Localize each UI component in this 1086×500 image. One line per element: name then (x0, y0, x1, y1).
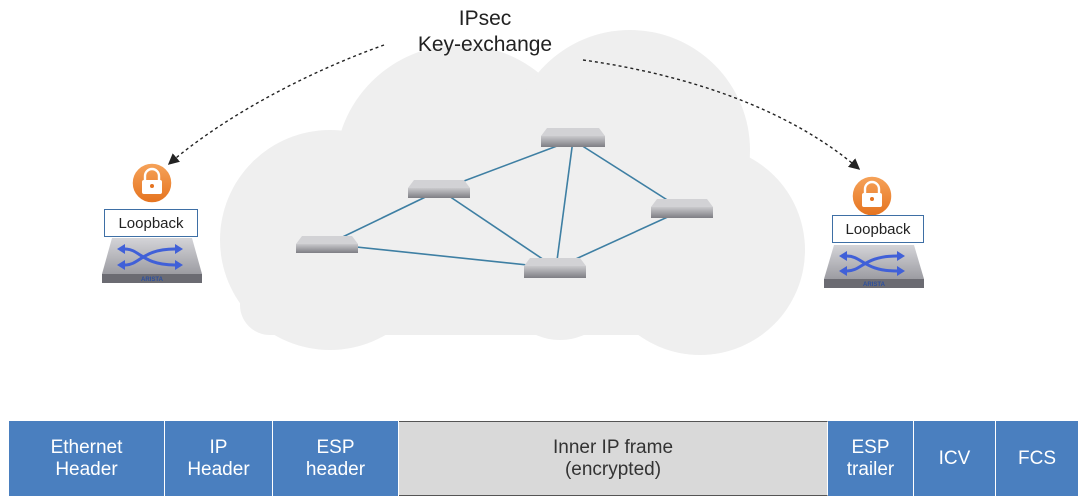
frame-segment-icv: ICV (914, 421, 996, 496)
lock-icon (851, 175, 893, 217)
cloud-shape (220, 30, 805, 355)
frame-segment-inner-ip-frame: Inner IP frame (encrypted) (399, 421, 828, 496)
esp-packet-frame: Ethernet Header IP Header ESP header Inn… (9, 421, 1078, 496)
router (524, 258, 586, 278)
key-exchange-arrow-right (582, 59, 861, 170)
switch-left: ARISTA (102, 238, 202, 283)
loopback-label-left: Loopback (104, 209, 198, 237)
router (651, 199, 713, 218)
switch-brand-label: ARISTA (863, 282, 886, 288)
switch-brand-label: ARISTA (141, 277, 164, 283)
title-line-1: IPsec (458, 7, 512, 30)
lock-icon (131, 162, 173, 204)
router (408, 180, 470, 198)
frame-segment-ip-header: IP Header (165, 421, 273, 496)
diagram-title: IPsec Key-exchange (410, 6, 560, 58)
title-line-2: Key-exchange (417, 33, 553, 56)
switch-right: ARISTA (824, 245, 924, 288)
frame-segment-esp-header: ESP header (273, 421, 399, 496)
frame-segment-esp-trailer: ESP trailer (828, 421, 914, 496)
router (541, 128, 605, 147)
frame-segment-ethernet-header: Ethernet Header (9, 421, 165, 496)
loopback-label-right: Loopback (832, 215, 924, 243)
frame-segment-fcs: FCS (996, 421, 1078, 496)
router (296, 236, 358, 253)
